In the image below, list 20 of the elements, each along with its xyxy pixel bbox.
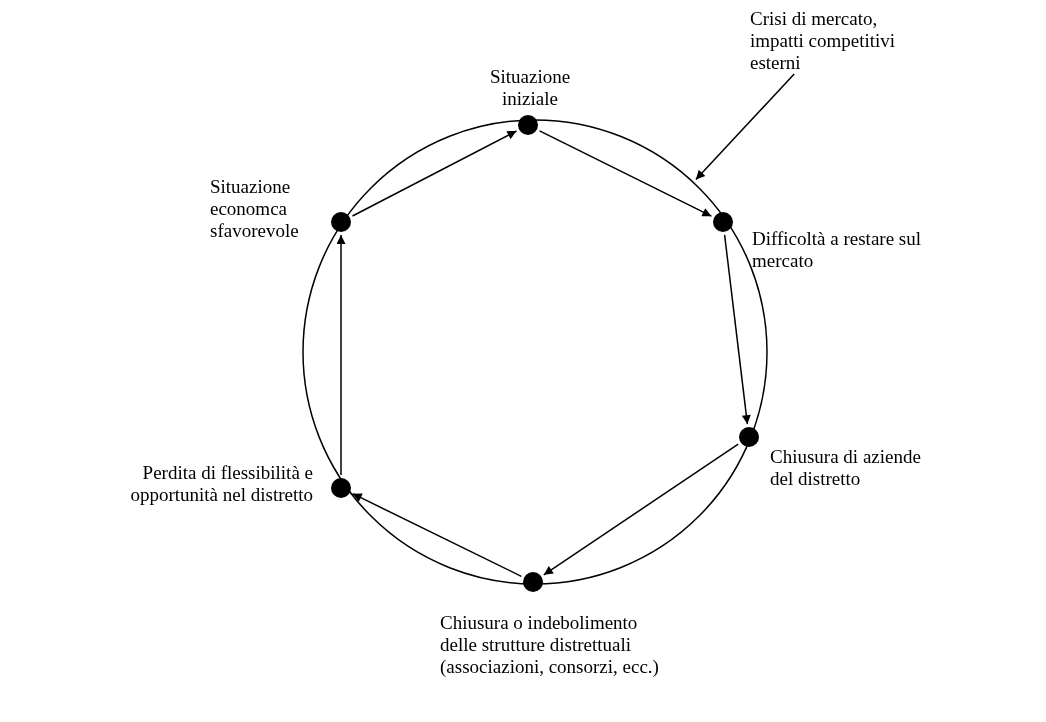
arrow xyxy=(695,73,795,181)
stage-label: Difficoltà a restare sul mercato xyxy=(752,228,922,272)
dot-marker xyxy=(739,427,759,447)
dot-marker xyxy=(523,572,543,592)
arrow xyxy=(543,443,739,576)
arrow xyxy=(336,234,346,476)
arrow xyxy=(351,492,523,578)
dot-marker xyxy=(518,115,538,135)
cause-text: Crisi di mercato, impatti competitivi esterni xyxy=(750,8,900,74)
stage-label: Chiusura di aziende del distretto xyxy=(770,446,922,490)
stage-label: Situazione iniziale xyxy=(488,66,572,110)
stage-label: Situazione economca sfavorevole xyxy=(210,176,300,242)
arrow xyxy=(723,234,751,425)
arrow xyxy=(538,130,713,217)
dot-marker xyxy=(713,212,733,232)
stage-label: Chiusura o indebolimento delle strutture distrettuali (associazioni, consorzi, ecc.) xyxy=(440,612,660,678)
stage-label: Perdita di flessibilità e opportunità nel distretto xyxy=(129,462,313,506)
dot-marker xyxy=(331,212,351,232)
arrow xyxy=(351,130,518,217)
dot-marker xyxy=(331,478,351,498)
